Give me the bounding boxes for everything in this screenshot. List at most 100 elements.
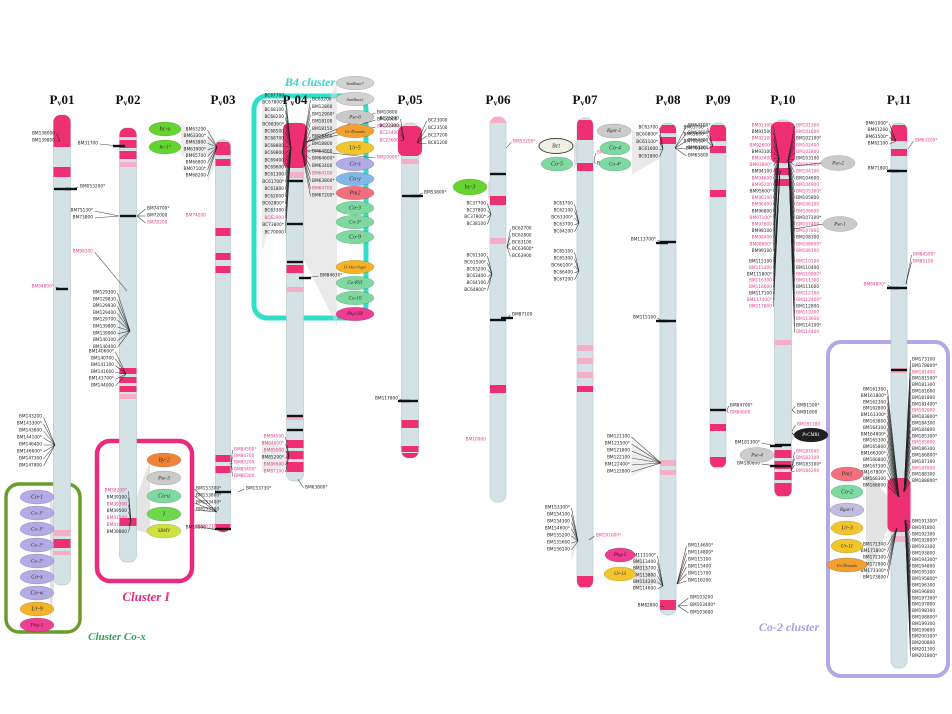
- chromosome-band: [286, 462, 304, 472]
- leader-line: [659, 605, 665, 608]
- position-tick: [402, 194, 418, 198]
- marker-label: BM185800: [912, 440, 935, 446]
- chromosome-band: [53, 115, 71, 147]
- gene-label: Ur-Dorado: [837, 563, 858, 568]
- leader-line: [487, 255, 493, 275]
- leader-line: [194, 488, 218, 513]
- leader-line: [117, 306, 131, 332]
- marker-label: BM188300: [912, 472, 935, 478]
- gene-label: Ur-5: [349, 145, 361, 151]
- marker-label: BM181300: [912, 382, 935, 388]
- leader-line: [887, 466, 900, 498]
- marker-label: BM153800*: [196, 493, 222, 499]
- marker-label: BM96800: [752, 208, 773, 214]
- marker-label: BM39500: [107, 508, 128, 514]
- marker-label: BM182600: [912, 408, 935, 414]
- chromosome-Pv11: [887, 122, 911, 669]
- marker-label: BC68800: [264, 143, 284, 149]
- gene-oval-Rgar-1: [829, 502, 865, 518]
- leader-line: [787, 139, 795, 161]
- marker-label: BM164800*: [861, 431, 887, 437]
- cluster-box-cox: [4, 482, 82, 634]
- chromosome-band: [215, 266, 231, 273]
- marker-label: BM163800: [863, 419, 886, 425]
- gene-oval-Co-4: [599, 140, 631, 156]
- marker-label: BM172300: [863, 555, 886, 561]
- marker-label: BM154600*: [545, 526, 571, 532]
- leader-line: [297, 478, 304, 489]
- marker-label: BM115100: [633, 315, 656, 321]
- marker-label: BM162800: [863, 406, 886, 412]
- gene-oval-By-2: [146, 452, 182, 468]
- chromosome-bar-Pv10: [774, 119, 792, 498]
- position-tick: [287, 260, 303, 264]
- marker-label: BM163300*: [861, 412, 887, 418]
- marker-label: BM96100: [752, 195, 773, 201]
- chromosome-band: [887, 478, 911, 532]
- marker-label: BM106600: [796, 208, 819, 214]
- marker-label: BM129700: [93, 317, 116, 323]
- marker-label: BM91300: [752, 123, 773, 129]
- marker-label: BM115100: [749, 259, 772, 265]
- position-tick: [656, 319, 668, 323]
- marker-label: BM113800: [633, 572, 656, 578]
- marker-label: BC68500: [264, 129, 284, 135]
- leader-line: [904, 519, 911, 657]
- leader-line: [707, 141, 714, 147]
- marker-label: BM64300: [688, 138, 709, 144]
- marker-label: BM186300: [912, 446, 935, 452]
- marker-label: BM140700: [91, 355, 114, 361]
- leader-line: [793, 223, 824, 230]
- callout-fan: [262, 98, 287, 252]
- chromosome-band: [119, 368, 137, 374]
- marker-label: BM165300: [863, 438, 886, 444]
- marker-label: BM105800: [796, 195, 819, 201]
- marker-label: BM98100: [752, 228, 773, 234]
- marker-label: BM84500*: [913, 252, 936, 258]
- marker-label: BC62000: [264, 193, 284, 199]
- chromosome-Pv05: [398, 122, 422, 459]
- marker-label: BM192800*: [912, 538, 938, 544]
- leader-line: [887, 473, 900, 498]
- marker-label: BM104900: [796, 182, 819, 188]
- gene-oval-bc-3: [452, 178, 488, 196]
- marker-label: BC37900*: [464, 214, 487, 220]
- cluster-box-co2: [826, 340, 950, 678]
- marker-label: BM201800*: [912, 653, 938, 659]
- chromosome-band: [774, 483, 792, 496]
- leader-line: [487, 213, 492, 218]
- marker-label: BM78200: [147, 220, 168, 226]
- leader-line: [194, 495, 218, 513]
- cluster-label-cluster-i: Cluster I: [122, 589, 170, 604]
- leader-line: [301, 114, 311, 153]
- leader-line: [136, 208, 146, 217]
- leader-line: [903, 475, 911, 493]
- marker-label: BM113100*: [631, 553, 657, 559]
- leader-line: [194, 502, 218, 513]
- leader-line: [301, 144, 311, 153]
- position-tick: [770, 464, 782, 468]
- chromosome-band: [660, 470, 676, 475]
- chromosome-band: [577, 386, 593, 392]
- leader-line: [416, 128, 427, 144]
- leader-line: [794, 162, 822, 167]
- leader-line: [237, 488, 245, 493]
- leader-line: [593, 161, 596, 165]
- marker-label: BC38100: [466, 221, 486, 227]
- leader-line: [301, 151, 311, 160]
- gene-label: Ur-3: [841, 525, 853, 531]
- marker-label: BM180800: [737, 461, 760, 467]
- marker-label: BC61300: [264, 172, 284, 178]
- chromosome-band: [490, 238, 506, 244]
- marker-label: BM144100*: [17, 435, 43, 441]
- gene-oval-Phg-1: [19, 617, 55, 633]
- gene-oval-Ur-3: [830, 520, 864, 536]
- leader-line: [773, 132, 780, 159]
- marker-label: BM84500*: [234, 447, 257, 453]
- leader-line: [117, 319, 131, 332]
- leader-line: [631, 457, 662, 464]
- marker-label: BM171300: [863, 542, 886, 548]
- leader-line: [574, 222, 580, 233]
- marker-label: BM113700: [633, 566, 656, 572]
- leader-line: [207, 129, 218, 148]
